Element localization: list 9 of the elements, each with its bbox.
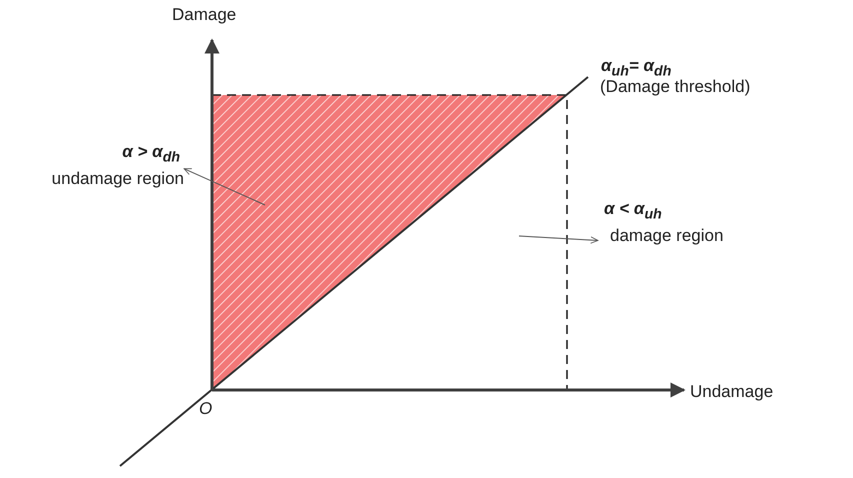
axis-title: Undamage	[690, 381, 774, 403]
region-label: damage region	[609, 225, 724, 248]
condition-formula: α < α$_{uh}$	[603, 198, 663, 224]
leader-arrow	[184, 168, 266, 206]
condition-formula: α > α$_{dh}$	[121, 141, 181, 168]
origin-label: O	[199, 398, 212, 420]
leader-arrow	[518, 236, 598, 244]
axis-title: Damage	[172, 4, 236, 26]
region-label: undamage region	[50, 168, 184, 190]
